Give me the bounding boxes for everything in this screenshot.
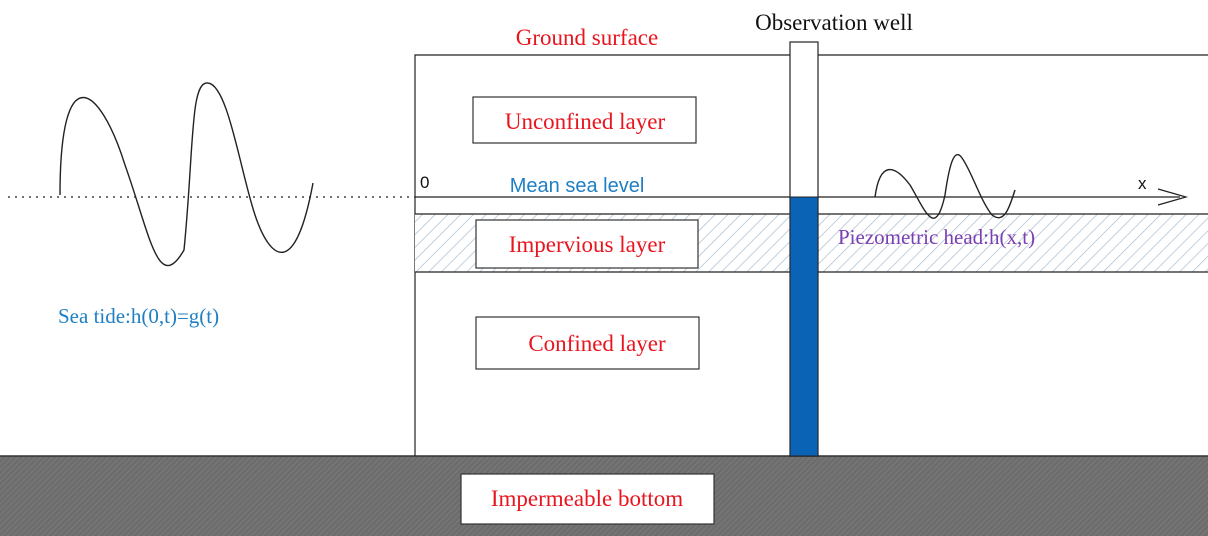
unconfined-layer-label: Unconfined layer (505, 109, 666, 134)
confined-layer-label: Confined layer (528, 331, 666, 356)
origin-label: 0 (420, 173, 429, 192)
piezometric-head-wave (874, 153, 1016, 219)
impermeable-bottom-label: Impermeable bottom (491, 486, 683, 511)
mean-sea-level-label: Mean sea level (510, 175, 645, 197)
sea-tide-label: Sea tide:h(0,t)=g(t) (58, 304, 219, 328)
piezometric-head-label: Piezometric head:h(x,t) (838, 225, 1035, 249)
confined-layer-box (475, 316, 700, 370)
impervious-layer-box (475, 219, 699, 269)
sea-tide-wave (59, 82, 314, 267)
impermeable-bottom-box (460, 473, 715, 525)
x-axis-label: x (1138, 174, 1147, 193)
observation-well-water (789, 196, 819, 457)
unconfined-layer-box (472, 96, 697, 144)
x-axis-arrowhead (1157, 188, 1189, 206)
observation-well-label: Observation well (755, 10, 913, 35)
aquifer-box-outline (414, 54, 1208, 456)
impervious-layer-label: Impervious layer (509, 232, 666, 257)
ground-surface-label: Ground surface (516, 25, 658, 50)
